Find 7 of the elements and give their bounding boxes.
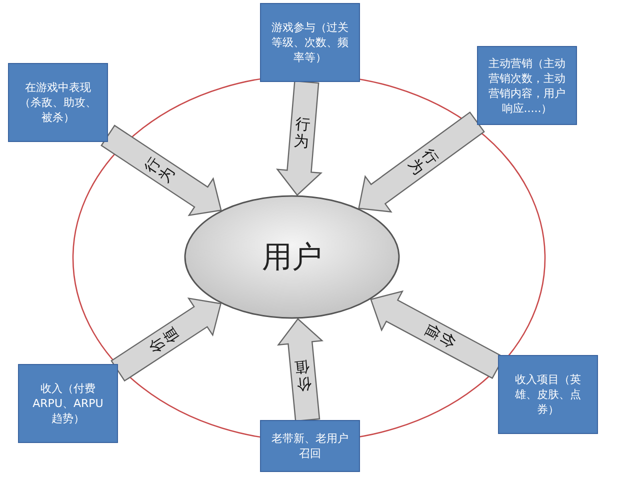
- info-box: 收入项目（英雄、皮肤、点券）: [498, 355, 598, 434]
- node-label: 用户: [262, 238, 322, 276]
- info-box: 主动营销（主动营销次数，主动营销内容，用户响应.....）: [477, 46, 577, 125]
- info-box: 收入（付费ARPU、ARPU趋势）: [18, 364, 118, 443]
- info-box: 游戏参与（过关等级、次数、频率等）: [260, 3, 360, 82]
- info-box: 在游戏中表现（杀敌、助攻、被杀）: [8, 63, 108, 142]
- info-box: 老带新、老用户召回: [260, 420, 360, 472]
